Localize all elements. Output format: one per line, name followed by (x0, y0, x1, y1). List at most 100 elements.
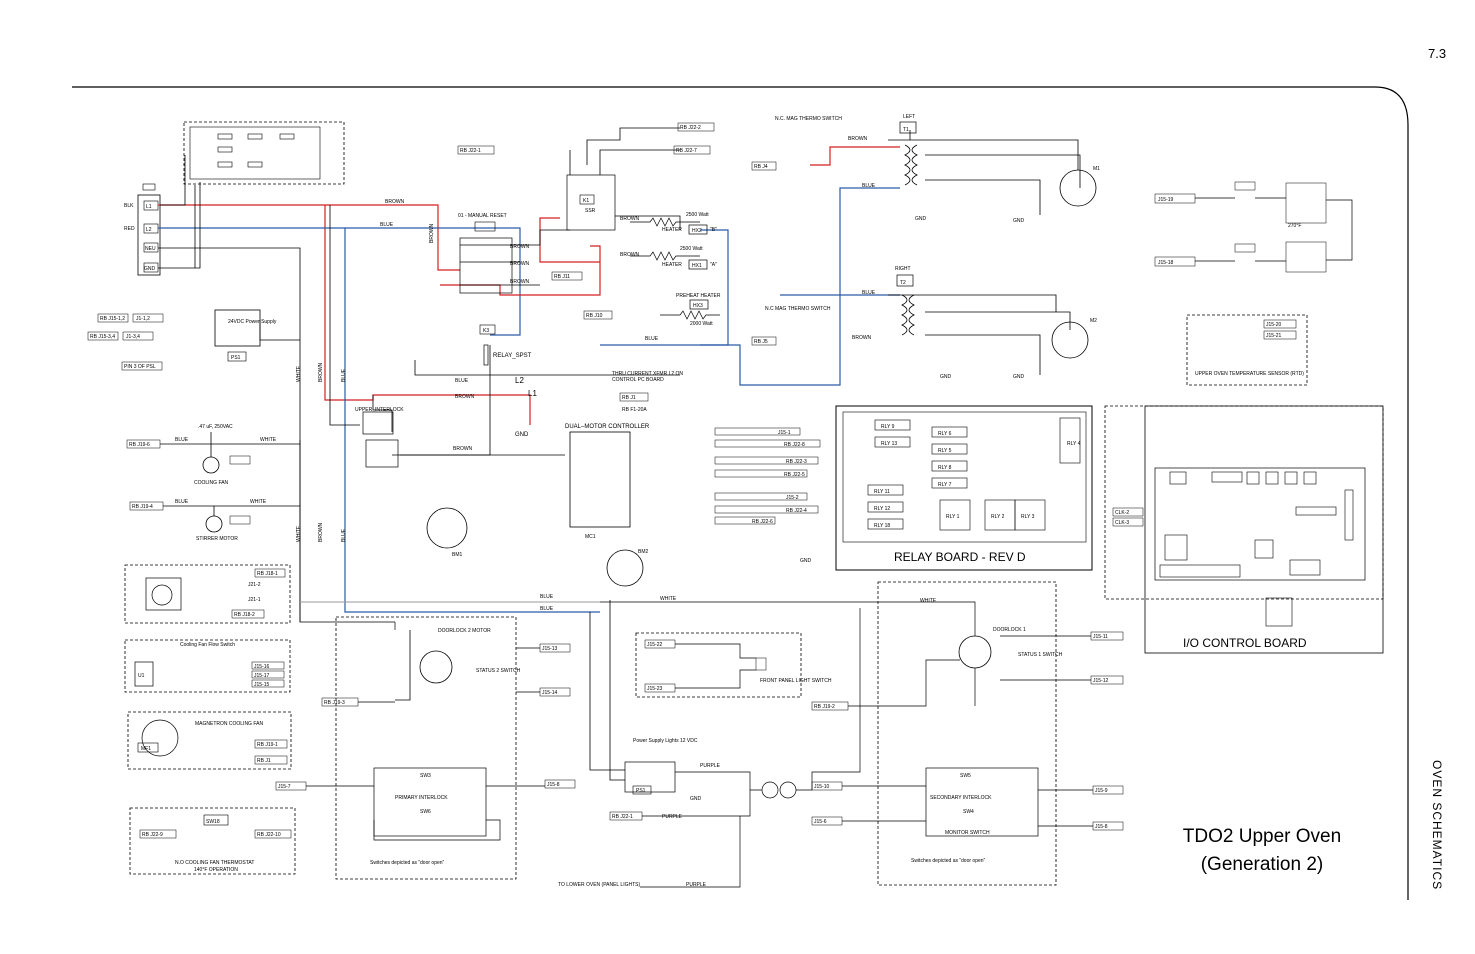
wire-label: BLUE (540, 606, 554, 612)
wire-label: BROWN (510, 261, 530, 267)
m2-label: M2 (1090, 318, 1097, 324)
wire-label: WHITE (296, 365, 302, 382)
stirrer-motor-label: STIRRER MOTOR (196, 536, 238, 542)
connector-label: RB J5 (754, 339, 768, 345)
connector-label: RB J22-8 (784, 442, 805, 448)
wire-label: BROWN (510, 279, 530, 285)
wire-label: BLUE (862, 290, 876, 296)
secondary-interlock (925, 767, 1039, 837)
relay-board-label: RELAY BOARD - REV D (894, 550, 1026, 564)
ps1-label: PS1 (231, 355, 241, 361)
mag-thermo-label: N.C. MAG THERMO SWITCH (775, 116, 842, 122)
connector-label: J15-11 (1093, 634, 1108, 640)
relay-label: RLY 2 (991, 514, 1005, 520)
status1-label: STATUS 1 SWITCH (1018, 652, 1063, 658)
wire-label: PURPLE (700, 763, 721, 769)
connector-label: J15-21 (1266, 333, 1282, 339)
doorlock2-label: DOORLOCK 2 MOTOR (438, 628, 491, 634)
l1-label: L1 (528, 389, 537, 398)
t1-label: T1 (903, 127, 909, 133)
wire-label: BLUE (341, 528, 347, 542)
wire-label: BROWN (852, 335, 872, 341)
bm1-label: BM1 (452, 552, 463, 558)
manual-reset-label: 01 - MANUAL RESET (458, 213, 507, 219)
connector-label: J15-8 (1095, 824, 1108, 830)
l2-label: L2 (515, 376, 524, 385)
gnd-label: GND (940, 374, 952, 380)
connector-label: J15-22 (647, 642, 663, 648)
wire-label: BLUE (540, 594, 554, 600)
lower-oven-label: TO LOWER OVEN (PANEL LIGHTS) (558, 882, 640, 888)
connector-label: J15-6 (814, 819, 827, 825)
u1-label: U1 (138, 673, 145, 679)
connector-label: RB J22-1 (460, 148, 481, 154)
diagram-title-line1: TDO2 Upper Oven (1182, 826, 1342, 847)
connector-label: RB J22-6 (752, 519, 773, 525)
sw5-label: SW5 (960, 773, 971, 779)
hx2-label: HX2 (692, 228, 702, 234)
sw6-label: SW6 (420, 809, 431, 815)
gnd-label: GND (1013, 374, 1025, 380)
ps-lights-label: Power Supply Lights 12 VDC (633, 738, 698, 744)
connector-label: J15-14 (542, 690, 558, 696)
connector-label: CLK-2 (1115, 510, 1129, 516)
connector-label: RB J1 (622, 395, 636, 401)
front-panel-label: FRONT PANEL LIGHT SWITCH (760, 678, 832, 684)
relay-label: RLY 11 (874, 489, 890, 495)
connector-label: J15-1 (778, 430, 791, 436)
blower-motor-2 (606, 549, 644, 587)
connector-label: J15-19 (1158, 197, 1174, 203)
rtd-sensor-label: UPPER OVEN TEMPERATURE SENSOR (RTD) (1195, 371, 1304, 377)
relay-label: RLY 7 (938, 482, 952, 488)
t2-label: T2 (900, 280, 906, 286)
door-open-note: Switches depicted as “door open” (370, 860, 445, 866)
connector-label: RB J11 (554, 274, 570, 280)
connector-label: J15-15 (254, 682, 270, 688)
blue-wire-mag (600, 187, 900, 386)
upper-interlock-label: UPPER_INTERLOCK (355, 407, 404, 413)
wire-label: BROWN (385, 199, 405, 205)
gnd-label: GND (690, 796, 702, 802)
wire-label: WHITE (250, 499, 267, 505)
heater-label: HEATER (662, 227, 682, 233)
sw18-box (129, 807, 296, 875)
relay-label: RLY 1 (946, 514, 960, 520)
primary-interlock-label: PRIMARY INTERLOCK (395, 795, 448, 801)
connector-label: RB J19-1 (257, 742, 278, 748)
connector-label: J1-3,4 (126, 334, 140, 340)
wire-label: BLUE (455, 378, 469, 384)
connector-label: RB J1 (257, 758, 271, 764)
rtd-sensor-box (1186, 314, 1308, 386)
power-supply-label: 24VDC Power Supply (228, 319, 277, 325)
relay-label: RLY 12 (874, 506, 890, 512)
m1-label: M1 (1093, 166, 1100, 172)
cooling-fan-motor (202, 456, 220, 474)
connector-label: J21-2 (248, 582, 261, 588)
connector-label: J1-1,2 (136, 316, 150, 322)
wire-label: BROWN (848, 136, 868, 142)
connector-label: RB J19-3 (324, 700, 345, 706)
doorlock2-box (335, 616, 517, 880)
wire-label: BLUE (645, 336, 659, 342)
connector-label: RB J10 (586, 313, 603, 319)
io-board-label: I/O CONTROL BOARD (1183, 636, 1307, 650)
connector-label: J15-17 (254, 673, 270, 679)
sw4-label: SW4 (963, 809, 974, 815)
wire-label: BROWN (455, 394, 475, 400)
section-label: OVEN SCHEMATICS (1430, 760, 1444, 891)
connector-label: RB J19-2 (814, 704, 835, 710)
relay-label: RLY 18 (874, 523, 890, 529)
connector-label: J15-20 (1266, 322, 1282, 328)
heater-watt: 2000 Watt (690, 321, 713, 327)
motor-controller-label: DUAL–MOTOR CONTROLLER (565, 424, 650, 430)
left-label: LEFT (903, 114, 915, 120)
wire-label: BLUE (380, 222, 394, 228)
mc1-label: MC1 (585, 534, 596, 540)
wire-label: BLUE (862, 183, 876, 189)
bm2-label: BM2 (638, 549, 649, 555)
relay-label: RLY 6 (938, 431, 952, 437)
connector-label: J15-9 (1095, 788, 1108, 794)
ssr-k1-label: K1 (583, 198, 589, 204)
connector-label: RB J22-3 (786, 459, 807, 465)
